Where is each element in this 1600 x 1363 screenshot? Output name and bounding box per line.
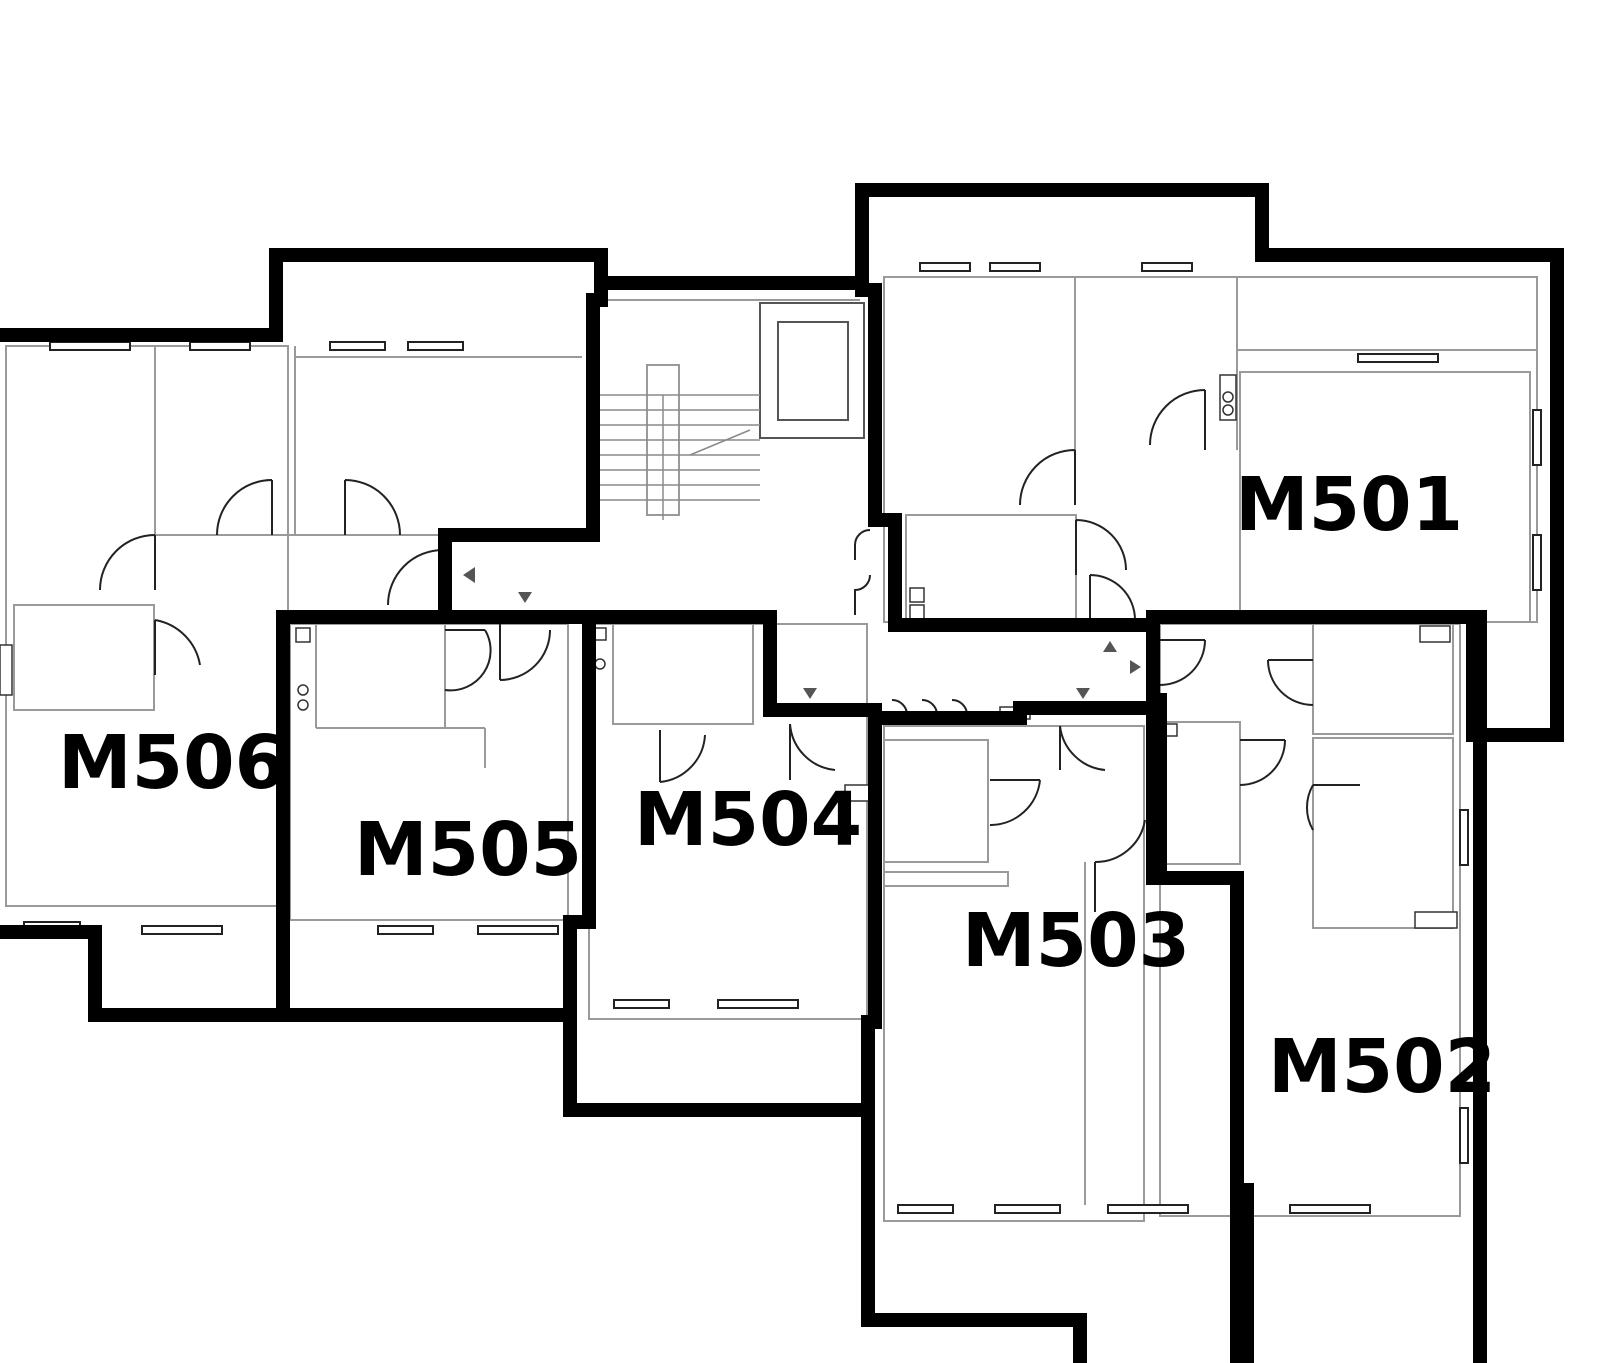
stove-fixture	[1222, 391, 1234, 403]
door-swing	[216, 479, 273, 536]
m503-bath-wall	[883, 739, 989, 863]
door-swing	[1089, 574, 1136, 625]
door-swing	[99, 534, 156, 591]
stove-fixture	[0, 644, 13, 696]
m506-bath-wall	[13, 604, 155, 711]
door-swing	[387, 549, 444, 606]
entry-arrow-icon	[1103, 641, 1117, 652]
window	[1107, 1204, 1189, 1214]
unit-label-m504: M504	[634, 777, 862, 863]
staircase	[600, 394, 760, 520]
door-swing	[344, 479, 401, 536]
stove-fixture	[297, 699, 309, 711]
window	[1532, 534, 1542, 591]
m506-interior-wall	[5, 345, 289, 907]
window	[989, 262, 1041, 272]
m502-bath2-wall	[1159, 721, 1241, 865]
door-swing	[1075, 519, 1127, 575]
door-swing	[1267, 659, 1314, 706]
window	[329, 341, 386, 351]
m504-bath-wall	[612, 623, 754, 725]
m502-room-wall	[1312, 737, 1454, 929]
unit-label-m506: M506	[58, 720, 286, 806]
m503-kitchen-counter	[883, 871, 1009, 887]
door-swing	[989, 779, 1041, 827]
m501-bath-wall	[905, 514, 1077, 621]
stove-fixture	[297, 684, 309, 696]
unit-boundary-m504	[563, 610, 882, 1117]
entry-arrow-icon	[803, 688, 817, 699]
m503-interior-wall	[883, 725, 1145, 1222]
window	[1357, 353, 1439, 363]
entry-arrow-icon	[1130, 660, 1141, 674]
unit-label-m501: M501	[1235, 462, 1463, 548]
door-swing	[1239, 739, 1286, 786]
door-swing	[499, 624, 551, 681]
closet-doors	[854, 529, 871, 615]
door-swing	[1149, 389, 1206, 450]
door-swing	[444, 629, 492, 692]
window	[897, 1204, 954, 1214]
window	[1459, 809, 1469, 866]
window	[407, 341, 464, 351]
window	[613, 999, 670, 1009]
unit-labels: M501 M502 M503 M504 M505 M506	[58, 462, 1496, 1110]
window	[189, 341, 251, 351]
sink-fixture	[909, 587, 925, 603]
door-swing	[1094, 819, 1146, 912]
elevator-car	[777, 321, 849, 421]
unit-label-m503: M503	[962, 898, 1190, 984]
unit-label-m505: M505	[354, 807, 582, 893]
door-swing	[1019, 449, 1076, 506]
entry-arrow-icon	[1076, 688, 1090, 699]
stove-fixture	[1222, 404, 1234, 416]
door-swing	[1159, 639, 1206, 686]
sink-fixture	[295, 627, 311, 643]
unit-boundaries	[0, 183, 1564, 1363]
window	[919, 262, 971, 272]
stove-fixture	[1414, 911, 1458, 929]
door-swing	[659, 730, 706, 783]
window	[477, 925, 559, 935]
entry-arrow-icon	[518, 592, 532, 603]
door-swing	[1059, 725, 1106, 771]
window	[141, 925, 223, 935]
unit-boundary-m503	[861, 701, 1244, 1363]
toilet-fixture	[909, 604, 925, 620]
unit-label-m502: M502	[1268, 1024, 1496, 1110]
window	[1289, 1204, 1371, 1214]
entry-arrow-icon	[463, 567, 475, 583]
m501-interior-wall	[883, 276, 1538, 623]
window	[377, 925, 434, 935]
window	[1141, 262, 1193, 272]
window	[717, 999, 799, 1009]
elevator-shaft	[759, 302, 865, 439]
door-swing	[1306, 784, 1360, 831]
unit-boundary-m502	[1146, 610, 1487, 1363]
window	[1532, 409, 1542, 466]
door-swing	[154, 619, 201, 675]
doors	[99, 389, 1360, 912]
window	[994, 1204, 1061, 1214]
door-swing	[789, 723, 836, 780]
window	[49, 341, 131, 351]
core-boundary	[438, 276, 1160, 725]
window	[1459, 1107, 1469, 1164]
entry-arrows	[463, 567, 1141, 699]
sink-fixture	[1419, 625, 1451, 643]
toilet-fixture	[594, 658, 606, 670]
